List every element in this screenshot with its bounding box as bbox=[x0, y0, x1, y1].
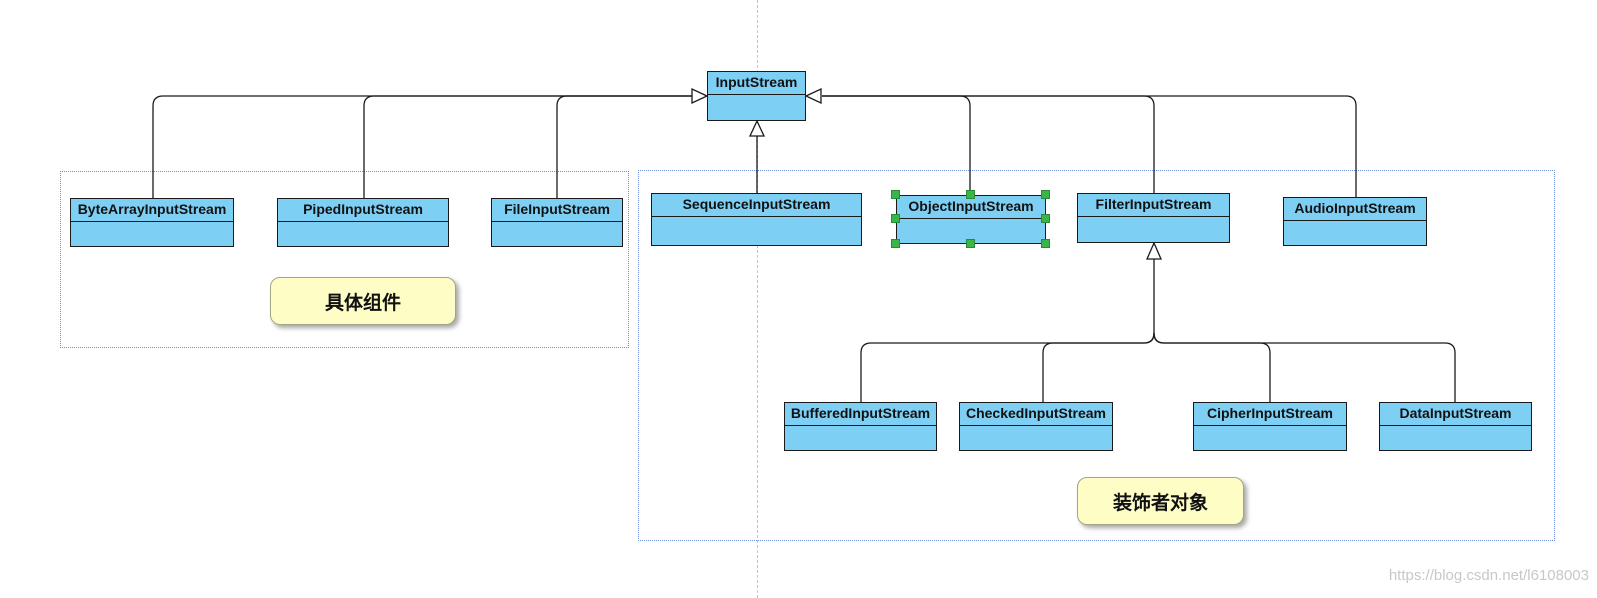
note-concrete-components[interactable]: 具体组件 bbox=[270, 277, 456, 325]
selection-handle-bottom-right[interactable] bbox=[1041, 239, 1050, 248]
class-pipedinputstream-name: PipedInputStream bbox=[278, 199, 448, 222]
class-audioinputstream[interactable]: AudioInputStream bbox=[1283, 197, 1427, 246]
class-pipedinputstream[interactable]: PipedInputStream bbox=[277, 198, 449, 247]
decorators-frame bbox=[638, 170, 1555, 541]
arrowhead-left-inputstream bbox=[691, 87, 709, 105]
class-sequenceinputstream[interactable]: SequenceInputStream bbox=[651, 193, 862, 246]
edge-filter-to-inputstream bbox=[822, 95, 1155, 193]
class-filterinputstream[interactable]: FilterInputStream bbox=[1077, 193, 1230, 243]
class-bytearrayinputstream[interactable]: ByteArrayInputStream bbox=[70, 198, 234, 247]
edge-audio-to-inputstream bbox=[822, 95, 1357, 197]
arrowhead-bottom-inputstream bbox=[748, 119, 766, 137]
selection-handle-top-left[interactable] bbox=[891, 190, 900, 199]
class-inputstream[interactable]: InputStream bbox=[707, 71, 806, 121]
class-datainputstream[interactable]: DataInputStream bbox=[1379, 402, 1532, 451]
class-filterinputstream-name: FilterInputStream bbox=[1078, 194, 1229, 217]
class-sequenceinputstream-name: SequenceInputStream bbox=[652, 194, 861, 217]
concrete-components-frame bbox=[60, 171, 629, 348]
edge-file-to-inputstream bbox=[556, 95, 692, 198]
watermark: https://blog.csdn.net/l6108003 bbox=[1388, 567, 1589, 584]
class-objectinputstream-name: ObjectInputStream bbox=[897, 196, 1045, 219]
selection-handle-top-middle[interactable] bbox=[966, 190, 975, 199]
note-decorators-text: 装饰者对象 bbox=[1112, 492, 1208, 514]
class-bufferedinputstream-name: BufferedInputStream bbox=[785, 403, 936, 426]
class-inputstream-name: InputStream bbox=[708, 72, 805, 95]
class-checkedinputstream[interactable]: CheckedInputStream bbox=[959, 402, 1113, 451]
edge-bytearray-to-inputstream bbox=[152, 95, 692, 198]
note-concrete-components-text: 具体组件 bbox=[324, 292, 401, 314]
class-bytearrayinputstream-name: ByteArrayInputStream bbox=[71, 199, 233, 222]
selection-handle-middle-left[interactable] bbox=[891, 214, 900, 223]
selection-handle-bottom-left[interactable] bbox=[891, 239, 900, 248]
edge-buffered-to-filter bbox=[860, 259, 1155, 402]
edge-piped-to-inputstream bbox=[363, 95, 692, 198]
vertical-guide-line bbox=[757, 0, 758, 598]
arrowhead-right-inputstream bbox=[804, 87, 822, 105]
class-datainputstream-name: DataInputStream bbox=[1380, 403, 1531, 426]
class-objectinputstream[interactable]: ObjectInputStream bbox=[896, 195, 1046, 244]
class-cipherinputstream-name: CipherInputStream bbox=[1194, 403, 1346, 426]
selection-handle-middle-right[interactable] bbox=[1041, 214, 1050, 223]
class-checkedinputstream-name: CheckedInputStream bbox=[960, 403, 1112, 426]
arrowhead-filterinputstream bbox=[1146, 241, 1162, 260]
note-decorators[interactable]: 装饰者对象 bbox=[1077, 477, 1244, 525]
edge-checked-to-filter bbox=[1042, 332, 1155, 402]
class-bufferedinputstream[interactable]: BufferedInputStream bbox=[784, 402, 937, 451]
selection-handle-top-right[interactable] bbox=[1041, 190, 1050, 199]
class-cipherinputstream[interactable]: CipherInputStream bbox=[1193, 402, 1347, 451]
class-audioinputstream-name: AudioInputStream bbox=[1284, 198, 1426, 221]
class-fileinputstream-name: FileInputStream bbox=[492, 199, 622, 222]
class-fileinputstream[interactable]: FileInputStream bbox=[491, 198, 623, 247]
selection-handle-bottom-middle[interactable] bbox=[966, 239, 975, 248]
edge-data-to-filter bbox=[1153, 332, 1456, 402]
edge-object-to-inputstream bbox=[822, 95, 971, 195]
